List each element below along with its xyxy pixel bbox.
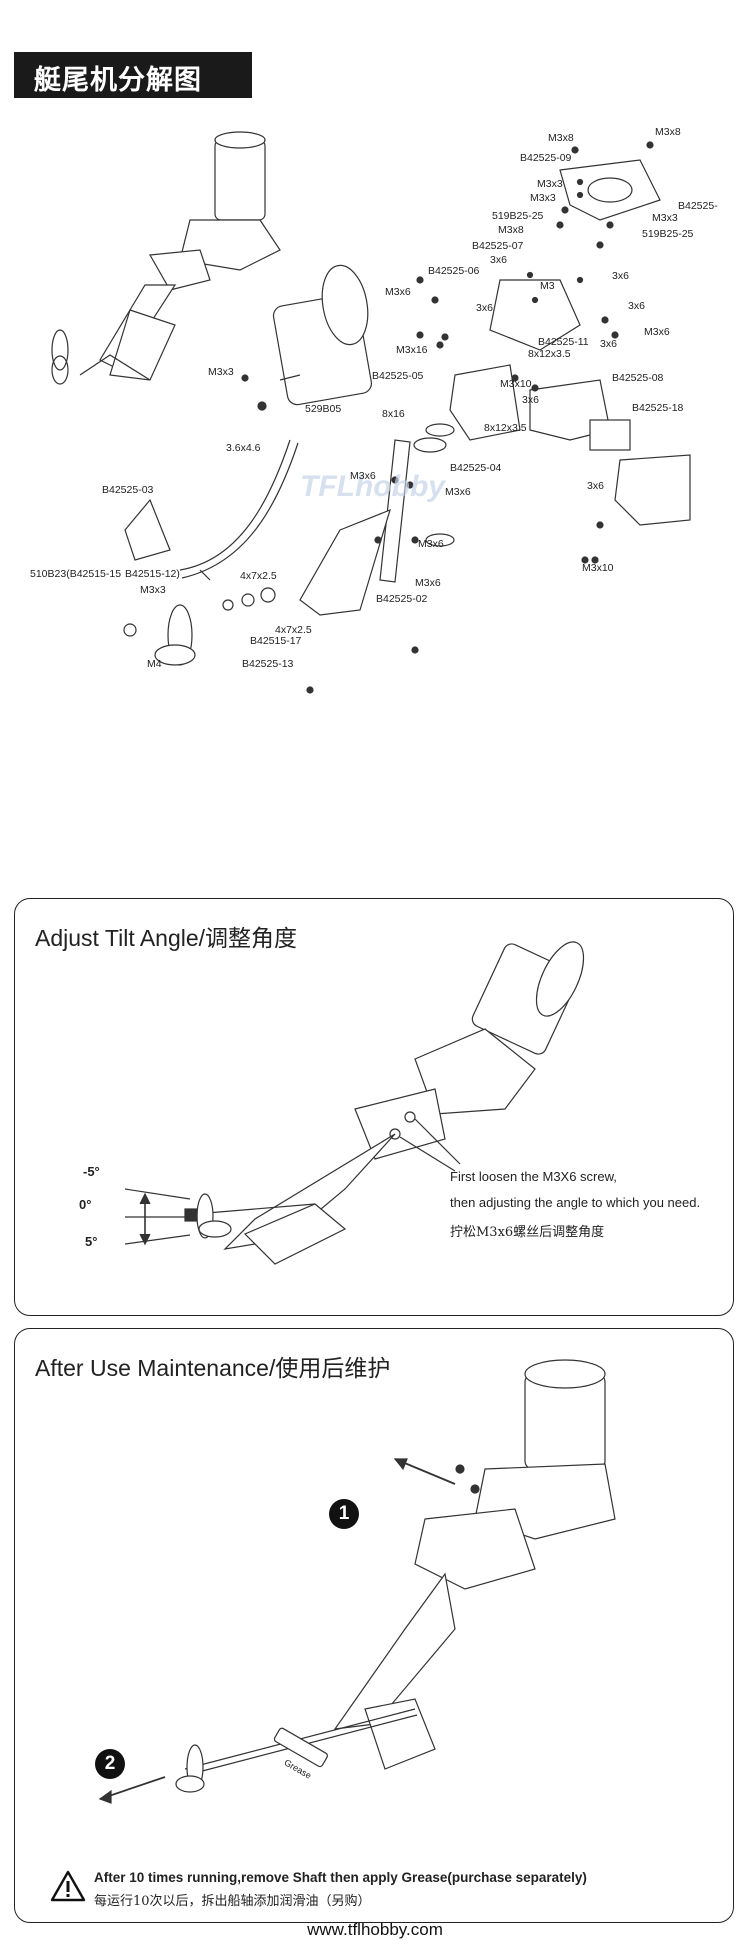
- shaft-and-strut-illustration: [124, 439, 411, 616]
- part-label: B42525-03: [102, 484, 154, 496]
- part-label: B42525-13: [242, 658, 294, 670]
- part-label: 3x6: [612, 270, 629, 282]
- part-label: 3x6: [600, 338, 617, 350]
- part-label: M3x6: [385, 286, 411, 298]
- tilt-angle-panel: Adjust Tilt Angle/调整角度 -5° 0° 5° First l…: [14, 898, 734, 1316]
- exploded-view-drawing: [51, 131, 691, 694]
- maintenance-title-en: After Use Maintenance/: [35, 1355, 276, 1381]
- footer-url[interactable]: www.tflhobby.com: [307, 1920, 443, 1939]
- part-label: 4x7x2.5: [275, 624, 312, 636]
- tilt-title-cn: 调整角度: [205, 926, 298, 952]
- part-label: M3x3: [140, 584, 166, 596]
- page-title: 艇尾机分解图: [34, 65, 202, 96]
- maintenance-panel-title: After Use Maintenance/使用后维护: [35, 1349, 390, 1383]
- part-label: M3x6: [350, 470, 376, 482]
- part-label: 8x12x3.5: [484, 422, 527, 434]
- warning-icon: [50, 1870, 86, 1902]
- part-label: 3x6: [522, 394, 539, 406]
- part-label: M3x8: [655, 126, 681, 138]
- angle-plus-5: 5°: [85, 1234, 98, 1249]
- part-label: 519B25-25: [642, 228, 694, 240]
- part-label: 3x6: [628, 300, 645, 312]
- warning-text-cn: 每运行10次以后，拆出船轴添加润滑油（另购）: [94, 1894, 371, 1909]
- part-label: M3x8: [498, 224, 524, 236]
- section-title-bar: 艇尾机分解图: [0, 52, 252, 98]
- part-label: 3x6: [476, 302, 493, 314]
- part-label: M3x6: [445, 486, 471, 498]
- part-label: M3x3: [537, 178, 563, 190]
- tilt-panel-title: Adjust Tilt Angle/调整角度: [35, 919, 297, 953]
- part-label: M4: [147, 658, 162, 670]
- part-label: M3x16: [396, 344, 428, 356]
- angle-minus-5: -5°: [83, 1164, 100, 1179]
- part-label: M3x6: [415, 577, 441, 589]
- maintenance-title-cn: 使用后维护: [275, 1356, 391, 1382]
- part-label: M3x3: [652, 212, 678, 224]
- part-label: 8x12x3.5: [528, 348, 571, 360]
- motor-illustration: [272, 264, 373, 406]
- part-label: 529B05: [305, 403, 342, 415]
- propeller-illustration: [123, 587, 276, 666]
- part-label: B42525-06: [428, 265, 480, 277]
- mount-parts-illustration: [449, 159, 691, 526]
- part-label: B42515-17: [250, 635, 302, 647]
- step-2-badge: 2: [95, 1749, 125, 1779]
- brand-watermark: TFLhobby: [300, 470, 445, 503]
- part-label: M3x10: [582, 562, 614, 574]
- tilt-note-line1: First loosen the M3X6 screw,: [450, 1169, 617, 1184]
- part-label: B42525-09: [520, 152, 572, 164]
- tilt-angle-drawing: [124, 941, 585, 1265]
- part-label: B42525-11: [538, 336, 589, 348]
- part-label: 3x6: [490, 254, 507, 266]
- maintenance-warning: After 10 times running,remove Shaft then…: [50, 1864, 700, 1910]
- step-1-badge: 1: [329, 1499, 359, 1529]
- part-label: M3x6: [644, 326, 670, 338]
- part-label: 519B25-25: [492, 210, 544, 222]
- part-label: B42525-05: [372, 370, 424, 382]
- part-label: B42525-18: [632, 402, 684, 414]
- part-label: B42525-: [678, 200, 718, 212]
- maintenance-drawing: [98, 1359, 616, 1804]
- part-label: B42525-02: [376, 593, 428, 605]
- part-label: B42515-12): [125, 568, 180, 580]
- part-label: M3x8: [548, 132, 574, 144]
- part-label: M3x10: [500, 378, 532, 390]
- maintenance-panel: After Use Maintenance/使用后维护 1 2 Grease: [14, 1328, 734, 1923]
- part-label: 8x16: [382, 408, 405, 420]
- part-label: B42525-08: [612, 372, 664, 384]
- angle-zero: 0°: [79, 1197, 92, 1212]
- part-label: 4x7x2.5: [240, 570, 277, 582]
- tilt-note-line2: then adjusting the angle to which you ne…: [450, 1195, 701, 1210]
- part-label: M3x3: [530, 192, 556, 204]
- part-label: B42525-07: [472, 240, 524, 252]
- part-label: M3x6: [418, 538, 444, 550]
- part-label: 3x6: [587, 480, 604, 492]
- part-label: 3.6x4.6: [226, 442, 261, 454]
- assembled-outdrive-illustration: [51, 131, 281, 385]
- tilt-title-en: Adjust Tilt Angle/: [35, 925, 206, 951]
- part-label: 510B23(B42515-15: [30, 568, 122, 580]
- tilt-note-line3: 拧松M3x6螺丝后调整角度: [450, 1225, 605, 1240]
- part-label: M3x3: [208, 366, 234, 378]
- part-label: B42525-04: [450, 462, 502, 474]
- warning-text-en: After 10 times running,remove Shaft then…: [94, 1870, 587, 1885]
- screws-illustration: [241, 141, 654, 694]
- exploded-view-diagram: TFLhobby M3x8 M3x8 B42525-09 M3x3 M3x3 B…: [0, 110, 750, 870]
- part-label: M3: [540, 280, 555, 292]
